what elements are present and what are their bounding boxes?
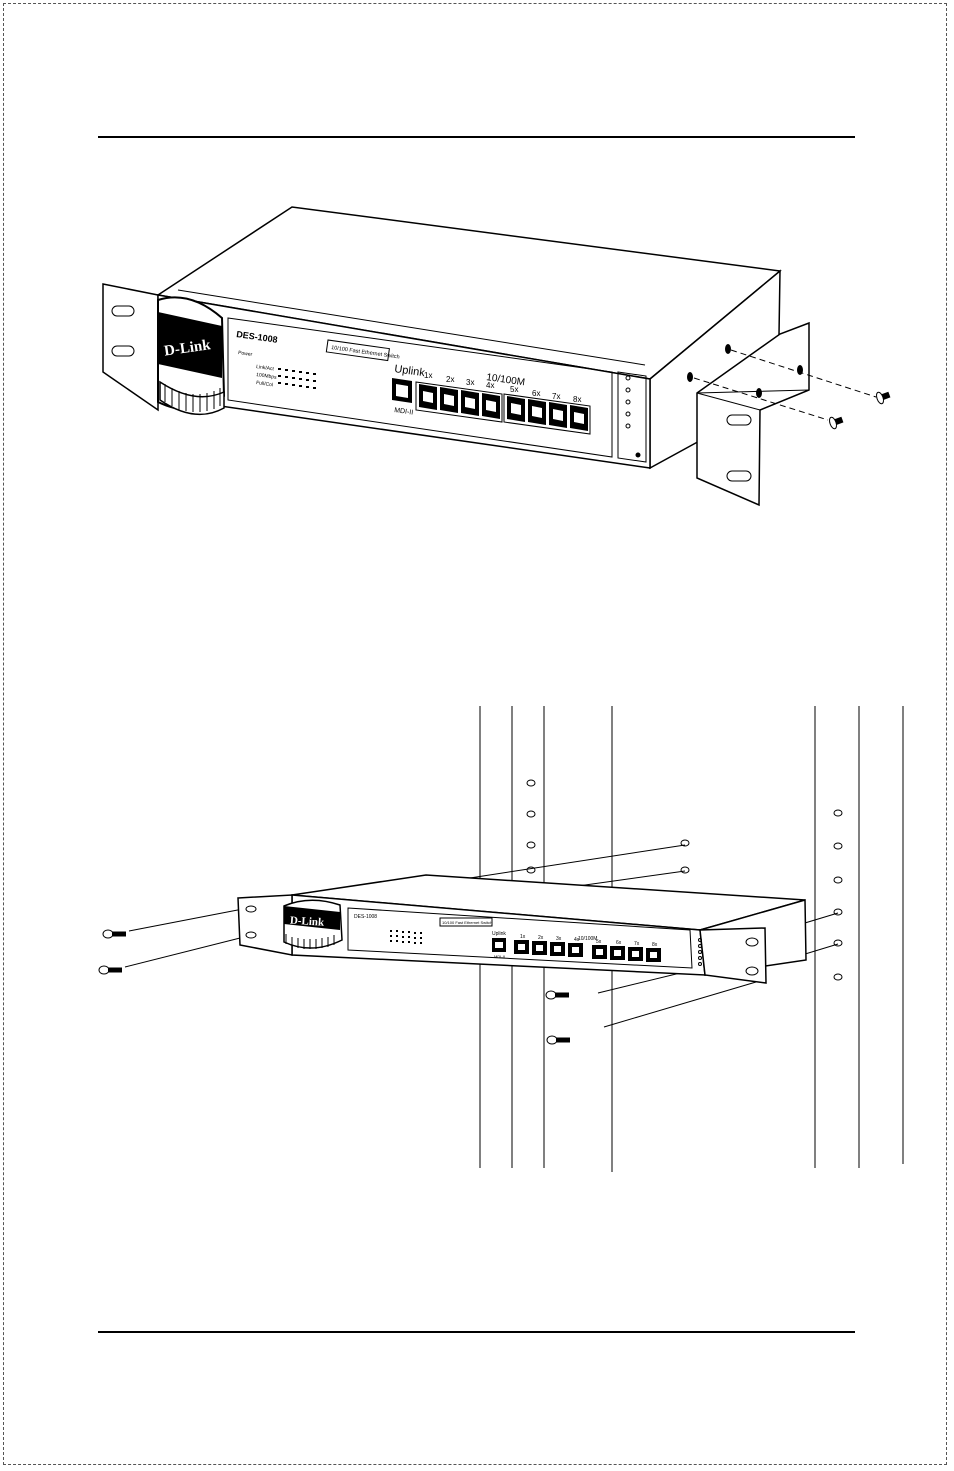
port-label-6: 6x xyxy=(532,389,540,398)
led-matrix xyxy=(278,368,316,389)
rack-port-label-3: 3x xyxy=(556,936,562,942)
port-label-3: 3x xyxy=(466,378,474,387)
port-label-8: 8x xyxy=(573,395,581,404)
port-label-7: 7x xyxy=(552,392,560,401)
rack-port-label-8: 8x xyxy=(652,942,658,948)
page-border xyxy=(3,3,947,1465)
rack-port-label-4: 4x xyxy=(574,937,580,943)
rack-logo-text: D-Link xyxy=(289,914,325,928)
left-mounting-bracket xyxy=(102,283,159,412)
status-label-3: Full/Col xyxy=(256,380,274,388)
status-label-2: 100Mbps xyxy=(256,372,278,381)
logo-bezel: D-Link xyxy=(157,296,226,416)
status-label-1: Link/Act xyxy=(256,364,275,373)
rack-product-label: 10/100 Fast Ethernet Switch xyxy=(442,920,492,925)
rack-port-label-5: 5x xyxy=(596,939,602,945)
right-mounting-bracket xyxy=(696,321,810,507)
port-label-5: 5x xyxy=(510,385,518,394)
rack-model-label: DES-1008 xyxy=(354,914,377,920)
rack-port-label-6: 6x xyxy=(616,940,622,946)
mdi-label: MDI-II xyxy=(394,407,414,417)
header-rule xyxy=(98,136,855,138)
uplink-port xyxy=(392,378,412,403)
side-leds xyxy=(625,375,641,458)
port-label-2: 2x xyxy=(446,375,454,384)
rack-speed-label: 10/100M xyxy=(578,936,597,942)
rack-holes xyxy=(526,779,843,981)
rack-port-label-1: 1x xyxy=(520,934,526,940)
port-label-1: 1x xyxy=(424,371,432,380)
rack-port-label-2: 2x xyxy=(538,935,544,941)
port-label-4: 4x xyxy=(486,381,494,390)
power-label: Power xyxy=(238,350,253,358)
rack-screws xyxy=(98,929,570,1045)
rack-uplink-label: Uplink xyxy=(492,931,506,937)
logo-text: D-Link xyxy=(163,337,212,359)
uplink-label: Uplink xyxy=(394,363,426,379)
footer-rule xyxy=(98,1331,855,1333)
rack-mdi-label: MDI-II xyxy=(494,954,505,959)
switch-in-rack: D-Link DES-1008 10/100 Fast Ethernet Swi… xyxy=(237,874,807,984)
speed-label: 10/100M xyxy=(486,372,526,388)
rack-port-label-7: 7x xyxy=(634,941,640,947)
bracket-screws xyxy=(693,349,891,430)
